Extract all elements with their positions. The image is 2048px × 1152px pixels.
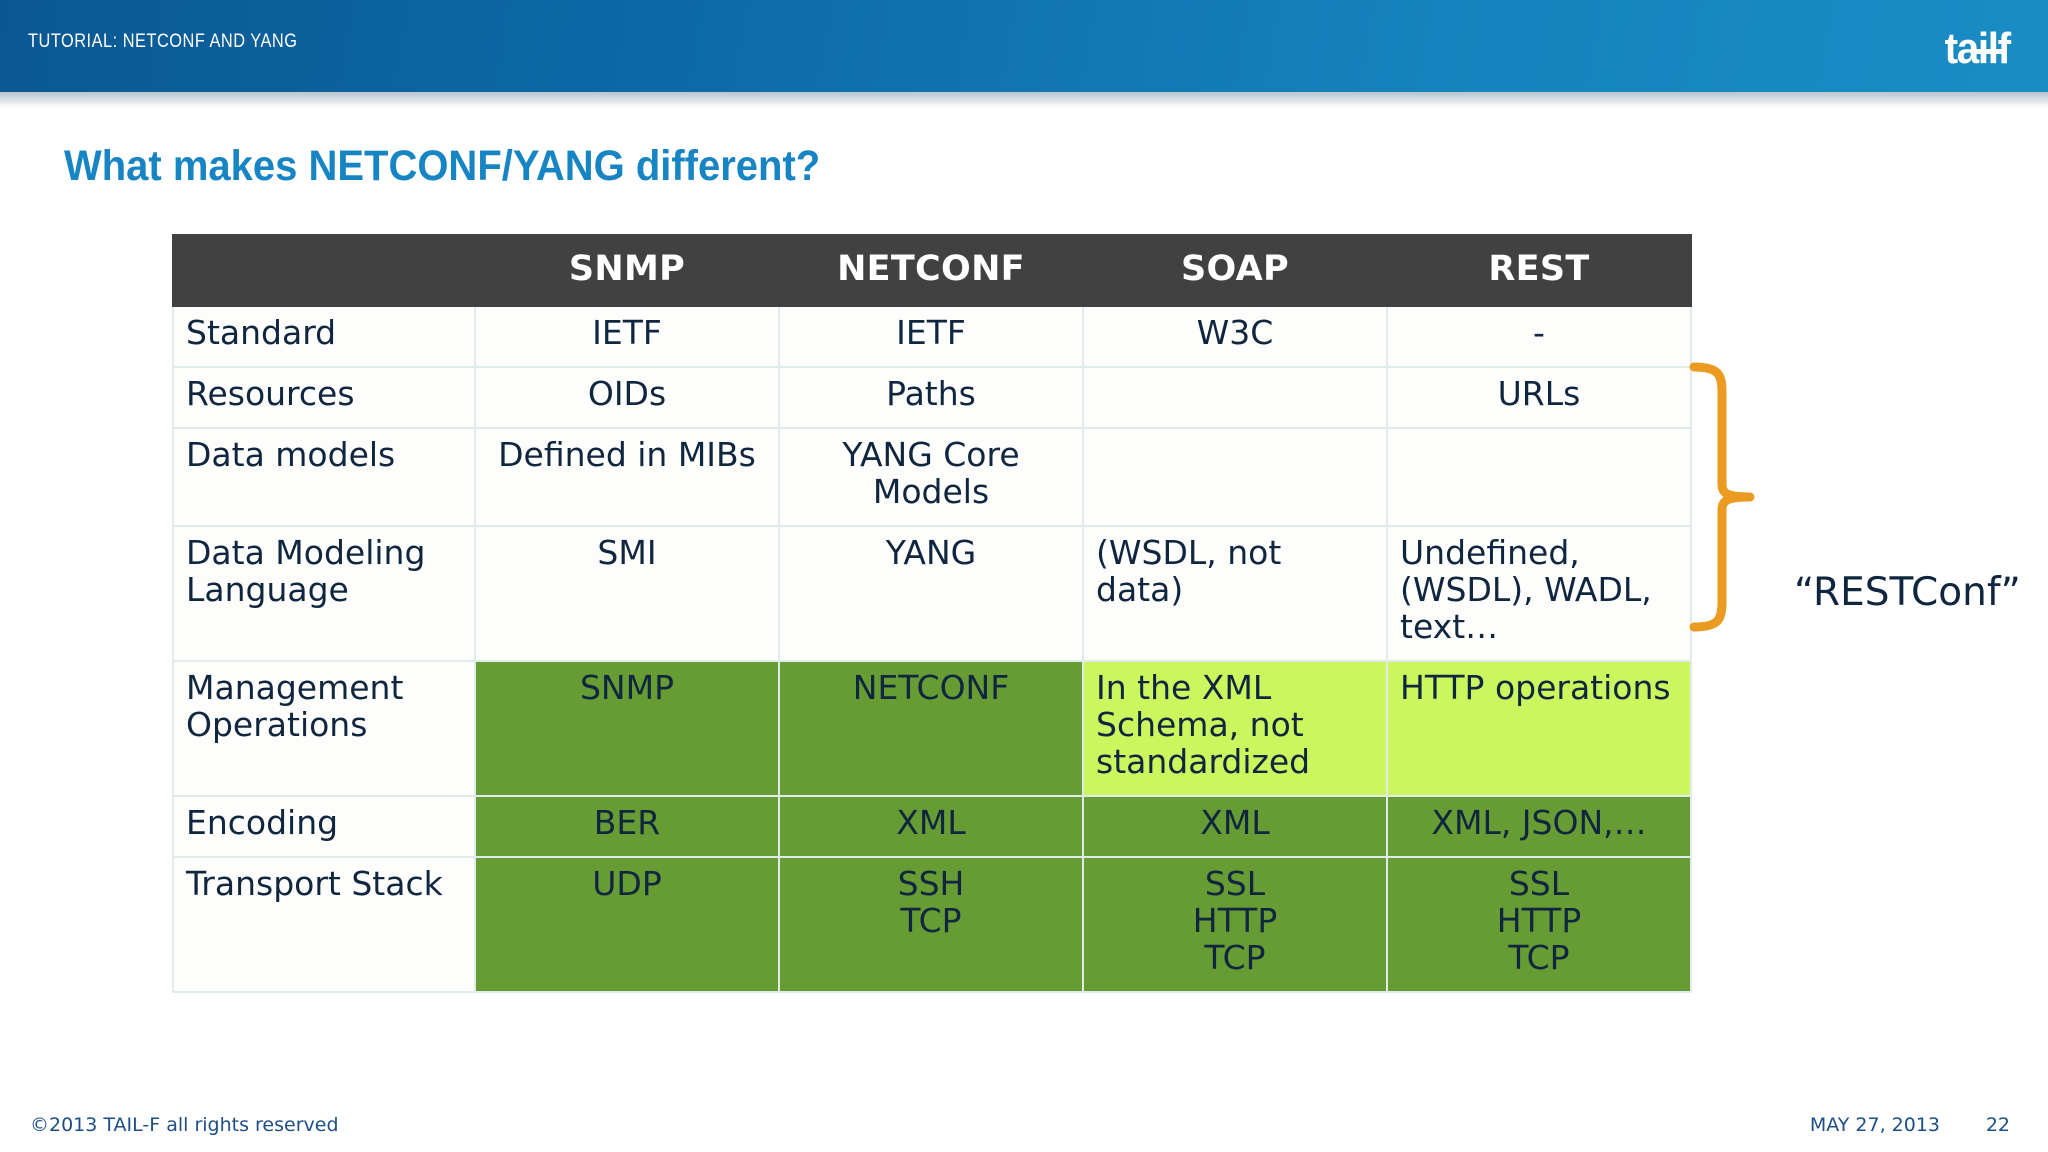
table-cell: (WSDL, not data) <box>1082 525 1388 662</box>
cell-line: TCP <box>900 900 962 940</box>
table-cell: Undefined, (WSDL), WADL, text… <box>1386 525 1692 662</box>
footer-date: MAY 27, 2013 <box>1809 1114 1940 1136</box>
table-cell: SMI <box>474 525 780 662</box>
table-cell <box>1386 427 1692 527</box>
table-cell: W3C <box>1082 305 1388 369</box>
column-header-soap: SOAP <box>1082 233 1388 308</box>
footer-page-number: 22 <box>1985 1114 2010 1136</box>
column-header-blank <box>172 233 476 308</box>
table-cell: XML <box>778 794 1084 858</box>
column-header-rest: REST <box>1386 233 1692 308</box>
restconf-annotation-label: “RESTConf” <box>1794 570 2021 615</box>
table-cell: YANG Core Models <box>778 427 1084 527</box>
row-label: Resources <box>172 366 476 430</box>
table-cell: URLs <box>1386 366 1692 430</box>
row-label: Data models <box>172 427 476 527</box>
restconf-brace-icon <box>1689 362 1755 632</box>
table-cell: BER <box>474 794 780 858</box>
table-cell <box>1082 366 1388 430</box>
logo-dash-f: f <box>1969 24 2011 73</box>
table-cell: YANG <box>778 525 1084 662</box>
table-cell: OIDs <box>474 366 780 430</box>
table-cell: IETF <box>474 305 780 369</box>
tutorial-kicker: TUTORIAL: NETCONF AND YANG <box>28 31 298 52</box>
column-header-netconf: NETCONF <box>778 233 1084 308</box>
table-cell: XML, JSON,… <box>1386 794 1692 858</box>
logo-wordmark: tail <box>1944 24 1999 73</box>
table-header-row: SNMP NETCONF SOAP REST <box>172 233 1692 308</box>
table-cell <box>1082 427 1388 527</box>
row-label: Standard <box>172 305 476 369</box>
table-cell: SNMP <box>474 659 780 797</box>
header-band <box>0 0 2048 92</box>
column-header-snmp: SNMP <box>474 233 780 308</box>
cell-line: SSL <box>1204 863 1266 903</box>
table-header: SNMP NETCONF SOAP REST <box>172 233 1692 308</box>
row-label: Encoding <box>172 794 476 858</box>
table-cell: IETF <box>778 305 1084 369</box>
table-cell: Defined in MIBs <box>474 427 780 527</box>
header-shadow <box>0 92 2048 108</box>
page-title: What makes NETCONF/YANG different? <box>64 142 821 190</box>
table-cell: UDP <box>474 855 780 993</box>
cell-line: SSH <box>897 863 965 903</box>
table-cell: - <box>1386 305 1692 369</box>
table-cell: In the XML Schema, not standardized <box>1082 659 1388 797</box>
row-label: Management Operations <box>172 659 476 797</box>
tail-f-logo: tailf <box>1944 24 2011 74</box>
cell-line: HTTP <box>1192 900 1278 940</box>
row-label: Data Modeling Language <box>172 525 476 662</box>
cell-line: HTTP <box>1496 900 1582 940</box>
cell-line: TCP <box>1204 937 1266 977</box>
table-cell: XML <box>1082 794 1388 858</box>
cell-line: TCP <box>1508 937 1570 977</box>
row-label: Transport Stack <box>172 855 476 993</box>
table-cell: NETCONF <box>778 659 1084 797</box>
table-cell: Paths <box>778 366 1084 430</box>
cell-line: SSL <box>1508 863 1570 903</box>
footer-copyright: ©2013 TAIL-F all rights reserved <box>30 1114 339 1136</box>
table-cell: HTTP operations <box>1386 659 1692 797</box>
